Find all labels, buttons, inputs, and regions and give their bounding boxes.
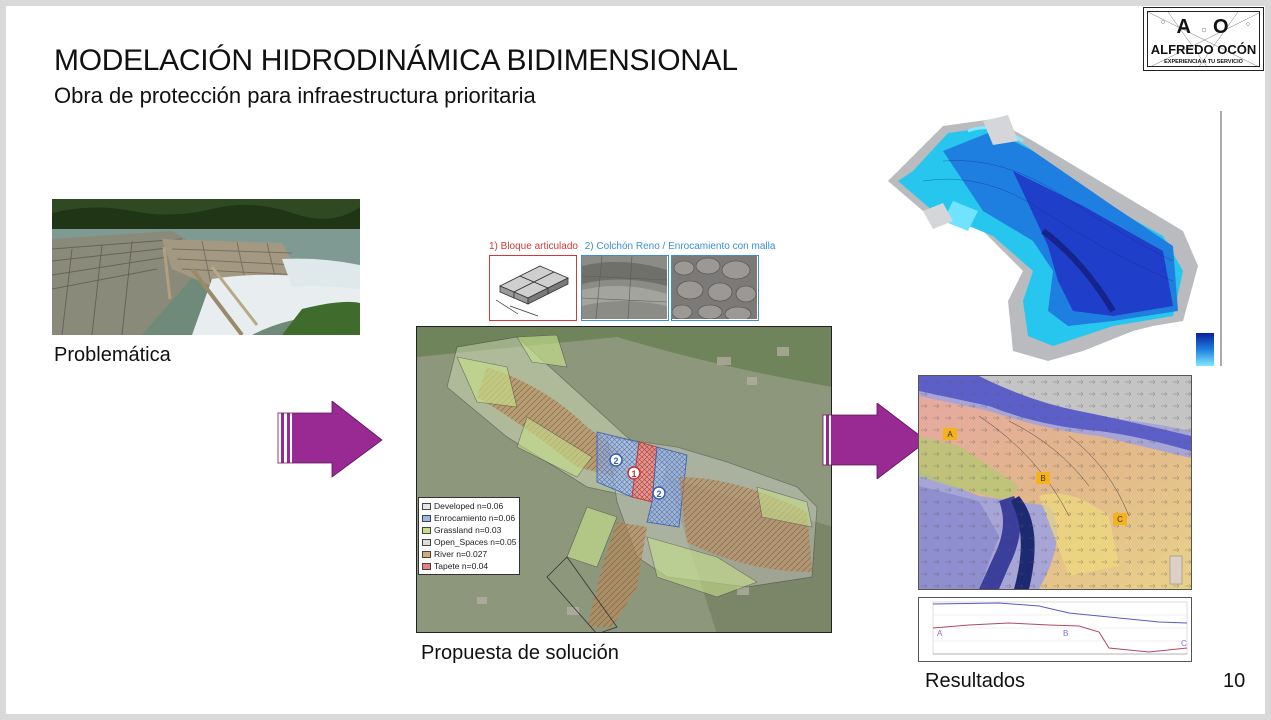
water-profile-chart: A B C bbox=[918, 597, 1192, 662]
legend-swatch-tapete bbox=[422, 562, 431, 570]
logo: AO ALFREDO OCÓN EXPERIENCIA A TU SERVICI… bbox=[1143, 7, 1264, 71]
slide-title: MODELACIÓN HIDRODINÁMICA BIDIMENSIONAL bbox=[54, 44, 738, 77]
logo-tagline: EXPERIENCIA A TU SERVICIO bbox=[1164, 59, 1243, 65]
logo-name: ALFREDO OCÓN bbox=[1150, 42, 1257, 57]
result-point-b: B bbox=[1040, 474, 1045, 483]
legend-label: Tapete n=0.04 bbox=[434, 561, 489, 571]
legend-label: Enrocamiento n=0.06 bbox=[434, 513, 516, 523]
result-point-a: A bbox=[947, 430, 953, 439]
logo-pattern-icon bbox=[1148, 12, 1259, 66]
problem-caption: Problemática bbox=[54, 344, 171, 366]
legend-label: Grassland n=0.03 bbox=[434, 525, 502, 535]
inset-riprap-mesh bbox=[671, 255, 759, 321]
inset-reno-mattress bbox=[581, 255, 669, 321]
depth-model-image bbox=[883, 111, 1228, 366]
legend-swatch-enrocamiento bbox=[422, 514, 431, 522]
legend-item: Developed n=0.06 bbox=[422, 500, 516, 512]
map-legend: Developed n=0.06 Enrocamiento n=0.06 Gra… bbox=[418, 497, 520, 575]
velocity-result-map: A B C bbox=[918, 375, 1192, 590]
legend-swatch-developed bbox=[422, 502, 431, 510]
legend-item: Grassland n=0.03 bbox=[422, 524, 516, 536]
solution-map: 2 1 2 bbox=[416, 326, 832, 633]
legend-label: River n=0.027 bbox=[434, 549, 488, 559]
legend-swatch-open-spaces bbox=[422, 538, 431, 546]
arrow-right-icon bbox=[277, 401, 383, 478]
map-marker-1: 1 bbox=[631, 469, 636, 479]
legend-item: River n=0.027 bbox=[422, 548, 516, 560]
legend-swatch-river bbox=[422, 550, 431, 558]
solution-caption: Propuesta de solución bbox=[421, 642, 619, 664]
legend-label: Developed n=0.06 bbox=[434, 501, 504, 511]
legend-item: Open_Spaces n=0.05 bbox=[422, 536, 516, 548]
inset-labels: 1) Bloque articulado 2) Colchón Reno / E… bbox=[489, 241, 789, 255]
inset-label-1: 1) Bloque articulado bbox=[489, 241, 578, 252]
legend-item: Tapete n=0.04 bbox=[422, 560, 516, 572]
legend-label: Open_Spaces n=0.05 bbox=[434, 537, 517, 547]
slide-subtitle: Obra de protección para infraestructura … bbox=[54, 83, 536, 108]
inset-articulated-block bbox=[489, 255, 577, 321]
profile-point-a: A bbox=[937, 629, 943, 638]
logo-frame: AO ALFREDO OCÓN EXPERIENCIA A TU SERVICI… bbox=[1147, 11, 1260, 67]
legend-item: Enrocamiento n=0.06 bbox=[422, 512, 516, 524]
map-marker-2b: 2 bbox=[656, 489, 661, 499]
results-caption: Resultados bbox=[925, 670, 1026, 692]
logo-letters: AO bbox=[1176, 16, 1251, 38]
profile-point-c: C bbox=[1181, 639, 1187, 648]
map-marker-2a: 2 bbox=[613, 456, 618, 466]
arrow-right-icon bbox=[822, 403, 928, 479]
legend-swatch-grassland bbox=[422, 526, 431, 534]
profile-point-b: B bbox=[1063, 629, 1068, 638]
problem-photo bbox=[52, 199, 360, 335]
inset-label-2: 2) Colchón Reno / Enrocamiento con malla bbox=[584, 241, 776, 252]
slide: MODELACIÓN HIDRODINÁMICA BIDIMENSIONAL O… bbox=[6, 6, 1265, 714]
page-number: 10 bbox=[1223, 670, 1246, 692]
result-point-c: C bbox=[1117, 515, 1123, 524]
